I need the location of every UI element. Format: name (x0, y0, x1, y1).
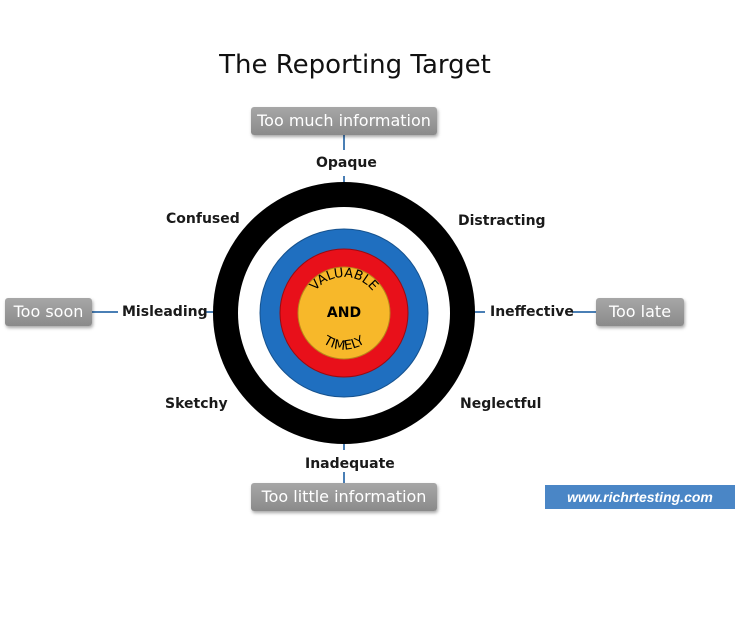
credit-banner: www.richrtesting.com (545, 485, 735, 509)
label-confused: Confused (166, 211, 240, 227)
label-neglectful: Neglectful (460, 396, 542, 412)
center-text-middle: AND (327, 305, 361, 321)
connector-bottom-inner (343, 440, 345, 450)
label-sketchy: Sketchy (165, 396, 228, 412)
label-inadequate: Inadequate (305, 456, 395, 472)
connector-right-inner (473, 311, 485, 313)
box-too-much-information: Too much information (251, 107, 437, 135)
label-ineffective: Ineffective (490, 304, 574, 320)
box-too-late: Too late (596, 298, 684, 326)
center-text-bottom: TIMELY (320, 333, 367, 354)
connector-right (572, 311, 596, 313)
bullseye (297, 266, 391, 360)
connector-top (343, 134, 345, 150)
label-opaque: Opaque (316, 155, 377, 171)
box-too-soon: Too soon (5, 298, 92, 326)
connector-bottom (343, 472, 345, 484)
page-title: The Reporting Target (219, 50, 491, 80)
box-too-little-information: Too little information (251, 483, 437, 511)
label-misleading: Misleading (122, 304, 208, 320)
connector-top-inner (343, 176, 345, 186)
connector-left (92, 311, 118, 313)
label-distracting: Distracting (458, 213, 546, 229)
connector-left-inner (205, 311, 215, 313)
